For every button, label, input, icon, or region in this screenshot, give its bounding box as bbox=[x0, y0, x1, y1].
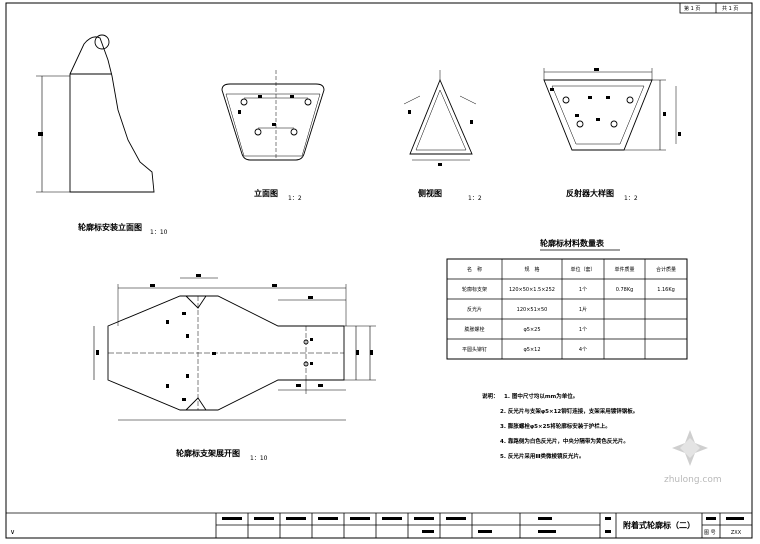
table-cell: 1个 bbox=[579, 287, 587, 293]
note-item: 5. 反光片采用Ⅲ类微棱镜反光片。 bbox=[500, 452, 585, 460]
chevron-down-icon: ∨ bbox=[10, 528, 15, 536]
note-item: 3. 膨胀螺栓φ5×25将轮廓标安装于护栏上。 bbox=[500, 422, 611, 430]
sheet-border bbox=[5, 2, 753, 539]
note-item: 4. 靠路侧为白色反光片，中央分隔带为黄色反光片。 bbox=[500, 437, 629, 445]
total-label: 共 1 页 bbox=[722, 5, 738, 12]
front-view-scale: 1：2 bbox=[288, 195, 302, 202]
dim-text bbox=[606, 96, 610, 99]
dim-text bbox=[575, 114, 579, 117]
page-counter: 第 1 页 共 1 页 bbox=[679, 2, 753, 14]
drawing-no: ZXX bbox=[731, 530, 742, 536]
table-cell: φ5×25 bbox=[523, 327, 540, 333]
table-cell: 4个 bbox=[579, 347, 587, 353]
quantity-table-title: 轮廓标材料数量表 bbox=[540, 238, 605, 248]
note-item: 2. 反光片与支架φ5×12铆钉连接，支架采用镀锌钢板。 bbox=[500, 407, 638, 415]
install-elevation-caption: 轮廓标安装立面图 bbox=[78, 222, 142, 232]
table-cell: 0.78Kg bbox=[616, 287, 634, 293]
dim-text bbox=[212, 352, 216, 355]
dim-text bbox=[96, 350, 99, 355]
table-cell: 120×51×50 bbox=[517, 307, 548, 313]
dim-text bbox=[356, 350, 359, 355]
dim-text bbox=[596, 118, 600, 121]
dim-text bbox=[678, 132, 681, 136]
dim-text bbox=[186, 334, 189, 338]
reflector-detail-scale: 1：2 bbox=[624, 195, 638, 202]
dim-text bbox=[470, 120, 473, 124]
table-header: 单件质量 bbox=[614, 266, 634, 273]
reflector-detail-view bbox=[543, 68, 677, 151]
page-label: 第 1 页 bbox=[684, 5, 700, 12]
table-cell: 反光片 bbox=[467, 306, 482, 313]
install-elevation-scale: 1：10 bbox=[150, 229, 168, 236]
dim-text bbox=[550, 88, 554, 91]
bracket-unfold-scale: 1：10 bbox=[250, 455, 268, 462]
table-cell: 1.16Kg bbox=[657, 287, 675, 293]
dim-text bbox=[290, 95, 294, 98]
watermark-logo: zhulong.com bbox=[664, 430, 722, 485]
dim-text bbox=[588, 96, 592, 99]
front-view bbox=[221, 70, 325, 161]
dim-text bbox=[318, 384, 323, 387]
note-item: 1. 图中尺寸均以mm为单位。 bbox=[504, 392, 578, 400]
table-cell: 120×50×1.5×252 bbox=[509, 287, 555, 293]
install-elevation-view bbox=[36, 34, 155, 193]
table-header: 合计质量 bbox=[656, 266, 676, 273]
table-cell: 膨胀螺栓 bbox=[464, 326, 484, 333]
dim-text bbox=[272, 123, 276, 126]
dim-text bbox=[408, 110, 411, 114]
dim-text bbox=[166, 320, 169, 324]
dim-text bbox=[182, 312, 186, 315]
quantity-table: 轮廓标材料数量表 名 称 规 格 单位（套） 单件质量 合计质量 轮廓标支架 1… bbox=[446, 238, 688, 360]
dim-text bbox=[150, 284, 155, 287]
bracket-unfold-view bbox=[93, 277, 376, 421]
dim-text bbox=[438, 163, 442, 166]
reflector-detail-caption: 反射器大样图 bbox=[566, 188, 614, 198]
notes-heading: 说明： bbox=[482, 392, 499, 400]
dim-text bbox=[272, 284, 277, 287]
table-cell: 1个 bbox=[579, 327, 587, 333]
table-header: 名 称 bbox=[467, 266, 482, 273]
dim-text bbox=[258, 95, 262, 98]
dim-text bbox=[186, 374, 189, 378]
dim-text bbox=[38, 132, 43, 136]
dim-text bbox=[182, 398, 186, 401]
table-header: 单位（套） bbox=[570, 266, 595, 273]
table-header: 规 格 bbox=[524, 266, 539, 273]
dim-text bbox=[663, 112, 666, 116]
side-view bbox=[403, 70, 477, 161]
drawing-title: 附着式轮廓标（二） bbox=[623, 520, 695, 530]
table-cell: 平圆头铆钉 bbox=[462, 346, 487, 353]
title-block: 附着式轮廓标（二） 图 号 ZXX bbox=[6, 512, 752, 538]
dim-text bbox=[310, 362, 313, 365]
drawing-no-label: 图 号 bbox=[704, 530, 716, 536]
dim-text bbox=[196, 274, 201, 277]
dim-text bbox=[308, 296, 313, 299]
watermark-text: zhulong.com bbox=[664, 475, 722, 485]
table-cell: φ5×12 bbox=[523, 347, 540, 353]
bracket-unfold-caption: 轮廓标支架展开图 bbox=[176, 448, 240, 458]
table-cell: 1片 bbox=[579, 306, 587, 313]
dim-text bbox=[594, 68, 599, 71]
notes: 说明： 1. 图中尺寸均以mm为单位。 2. 反光片与支架φ5×12铆钉连接，支… bbox=[482, 392, 638, 460]
dim-text bbox=[296, 384, 301, 387]
side-view-scale: 1：2 bbox=[468, 195, 482, 202]
table-cell: 轮廓标支架 bbox=[462, 286, 487, 293]
front-view-caption: 立面图 bbox=[254, 188, 278, 198]
dim-text bbox=[238, 110, 241, 114]
dim-text bbox=[370, 350, 373, 355]
dim-text bbox=[310, 338, 313, 341]
side-view-caption: 侧视图 bbox=[418, 188, 442, 198]
dim-text bbox=[166, 384, 169, 388]
